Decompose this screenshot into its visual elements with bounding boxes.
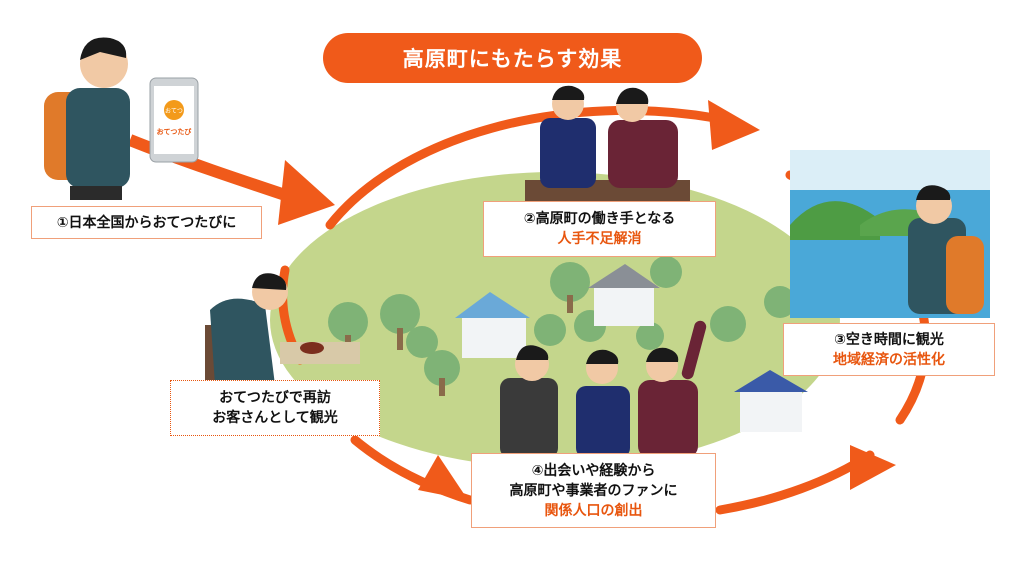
step-3-text: ③空き時間に観光 (834, 331, 944, 348)
arrowhead-right (850, 445, 896, 490)
arrowhead-bottom (418, 455, 468, 500)
traveler-person (44, 37, 130, 200)
step-1-text: ①日本全国からおてつたびに (56, 214, 237, 231)
house-icon (455, 264, 808, 432)
revisit-line-2: お客さんとして観光 (212, 410, 338, 426)
step-3-box: ③空き時間に観光 地域経済の活性化 (783, 323, 995, 376)
arrowhead-top-right (708, 100, 760, 150)
group-people (500, 320, 707, 458)
diner-person (205, 273, 360, 385)
cycle-arrowheads (418, 100, 896, 500)
backpack-icon-2 (946, 236, 984, 314)
arrival-arrowhead (278, 160, 335, 225)
revisit-box: おてつたびで再訪 お客さんとして観光 (170, 380, 380, 436)
step-3-highlight: 地域経済の活性化 (833, 351, 945, 368)
page-title: 高原町にもたらす効果 (323, 33, 702, 83)
step-4-line-1: ④出会いや経験から (531, 462, 656, 479)
tree-icon (328, 256, 796, 396)
lake-scene (790, 150, 990, 318)
step-1-box: ①日本全国からおてつたびに (31, 206, 262, 239)
smartphone-icon: おてつ おてつたび (149, 77, 199, 163)
step-2-highlight: 人手不足解消 (557, 231, 642, 247)
workers-group (525, 85, 690, 202)
app-logo-badge: おてつ (165, 108, 183, 115)
step-4-line-2: 高原町や事業者のファンに (509, 482, 678, 499)
step-4-highlight: 関係人口の創出 (544, 502, 643, 519)
step-2-text: ②高原町の働き手となる (523, 211, 676, 227)
app-logo-text: おてつたび (157, 127, 193, 136)
step-4-box: ④出会いや経験から 高原町や事業者のファンに 関係人口の創出 (471, 453, 716, 528)
arrival-arrow (127, 134, 302, 206)
revisit-line-1: おてつたびで再訪 (219, 390, 331, 406)
step-2-box: ②高原町の働き手となる 人手不足解消 (483, 201, 716, 257)
